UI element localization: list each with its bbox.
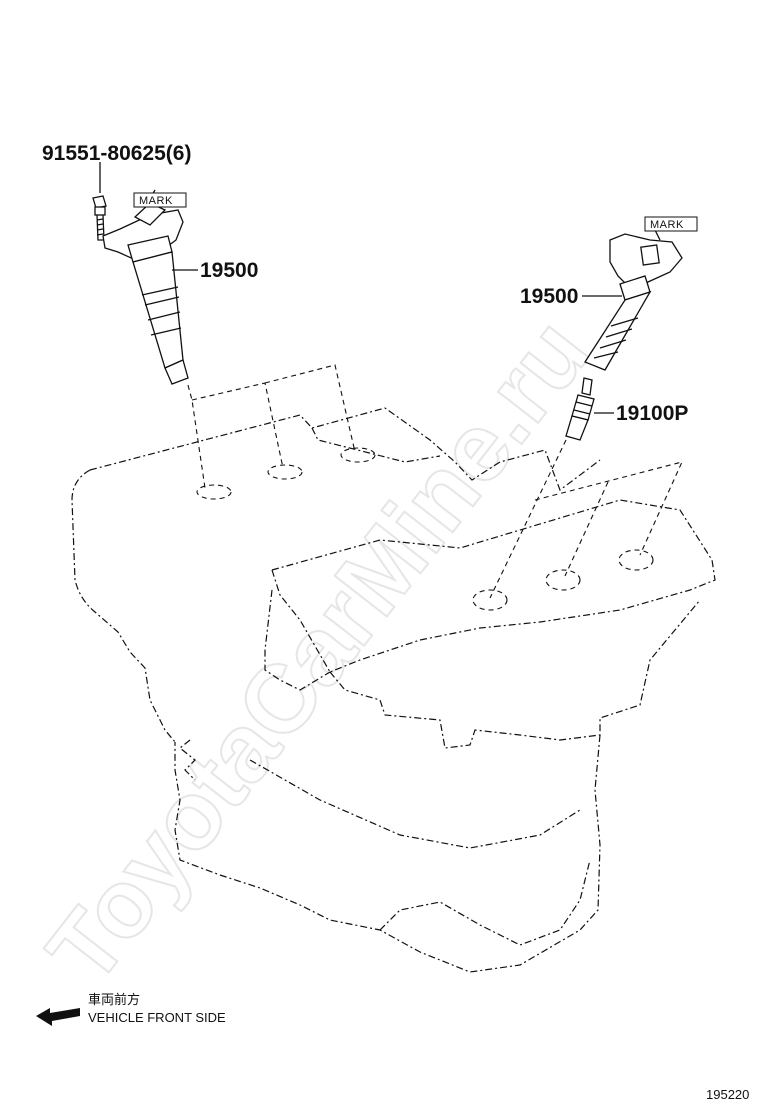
plug-holes-rear [196,447,376,500]
leader-lines-left [187,364,356,489]
front-label-english: VEHICLE FRONT SIDE [88,1010,226,1025]
plug-holes-front [472,549,654,611]
front-label-japanese: 車両前方 [88,992,140,1008]
plug-hole-5 [340,447,376,463]
mark-label-left-text: MARK [139,195,173,207]
arrow-left-icon [36,1008,80,1026]
engine-outline [71,407,716,973]
mark-label-right: MARK [644,216,698,232]
vehicle-front-indicator: 車両前方 VEHICLE FRONT SIDE [36,992,226,1026]
figure-number: 195220 [706,1087,749,1102]
leader-lines-right [489,439,683,599]
plug-hole-4 [545,569,581,591]
bolt [92,195,107,241]
mark-leader-right [654,229,661,241]
ignition-coil-left [102,202,189,385]
plug-hole-3 [267,464,303,480]
plug-hole-6 [618,549,654,571]
plug-hole-2 [472,589,508,611]
mark-label-left: MARK [133,192,187,208]
part-number-spark-plug: 19100P [616,402,688,425]
plug-hole-1 [196,484,232,500]
part-number-coil-left: 19500 [200,259,258,282]
part-number-coil-right: 19500 [520,285,578,308]
mark-label-right-text: MARK [650,219,684,231]
ignition-coil-right [584,233,683,371]
spark-plug [565,377,595,441]
part-number-bolt: 91551-80625(6) [42,142,191,165]
